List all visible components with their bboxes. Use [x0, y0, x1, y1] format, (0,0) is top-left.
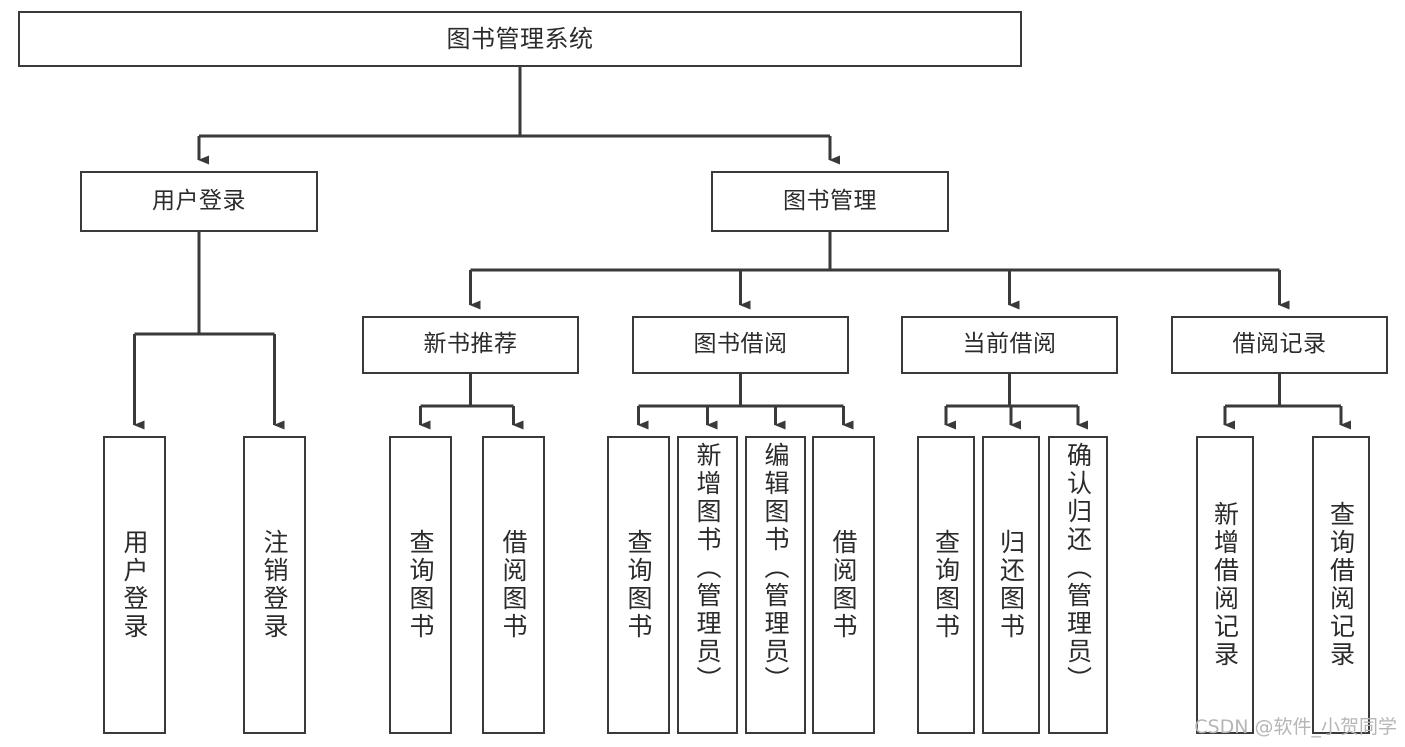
node-l-cur-q[interactable]: 查询图书	[917, 436, 975, 734]
node-label: 借阅记录	[1232, 331, 1327, 358]
node-label: 编辑图书（管理员）	[761, 442, 790, 694]
node-l-rec-q[interactable]: 查询借阅记录	[1312, 436, 1370, 734]
node-label: 图书管理系统	[446, 24, 594, 53]
node-label: 用户登录	[152, 187, 246, 214]
node-label: 图书管理	[783, 187, 877, 214]
node-l-nb-q[interactable]: 查询图书	[389, 436, 452, 734]
node-label: 新书推荐	[423, 331, 518, 358]
node-label: 用户登录	[120, 529, 149, 641]
node-current[interactable]: 当前借阅	[901, 316, 1118, 374]
node-label: 查询图书	[406, 529, 435, 641]
node-label: 借阅图书	[499, 529, 528, 641]
node-newbook[interactable]: 新书推荐	[362, 316, 579, 374]
node-label: 查询图书	[624, 529, 653, 641]
node-l-cur-conf[interactable]: 确认归还（管理员）	[1048, 436, 1108, 734]
node-l-logout[interactable]: 注销登录	[243, 436, 306, 734]
node-l-rec-add[interactable]: 新增借阅记录	[1196, 436, 1254, 734]
node-label: 借阅图书	[829, 529, 858, 641]
watermark-text: CSDN @软件_小贺同学	[1194, 716, 1397, 738]
node-l-cur-ret[interactable]: 归还图书	[982, 436, 1040, 734]
node-label: 当前借阅	[962, 331, 1057, 358]
node-bookmgmt[interactable]: 图书管理	[711, 171, 949, 232]
node-l-bw-b[interactable]: 借阅图书	[812, 436, 875, 734]
node-l-bw-edit[interactable]: 编辑图书（管理员）	[745, 436, 806, 734]
node-label: 图书借阅	[693, 331, 788, 358]
node-records[interactable]: 借阅记录	[1171, 316, 1388, 374]
node-l-nb-b[interactable]: 借阅图书	[482, 436, 545, 734]
node-label: 归还图书	[996, 529, 1026, 641]
node-l-login[interactable]: 用户登录	[103, 436, 166, 734]
node-label: 新增图书（管理员）	[693, 442, 722, 694]
node-label: 确认归还（管理员）	[1063, 442, 1093, 694]
node-root[interactable]: 图书管理系统	[18, 11, 1022, 67]
node-label: 注销登录	[260, 529, 289, 641]
node-label: 新增借阅记录	[1210, 501, 1240, 669]
node-label: 查询图书	[931, 529, 961, 641]
node-l-bw-q[interactable]: 查询图书	[607, 436, 670, 734]
node-login[interactable]: 用户登录	[80, 171, 318, 232]
node-label: 查询借阅记录	[1326, 501, 1356, 669]
node-borrow[interactable]: 图书借阅	[632, 316, 849, 374]
node-l-bw-add[interactable]: 新增图书（管理员）	[677, 436, 738, 734]
